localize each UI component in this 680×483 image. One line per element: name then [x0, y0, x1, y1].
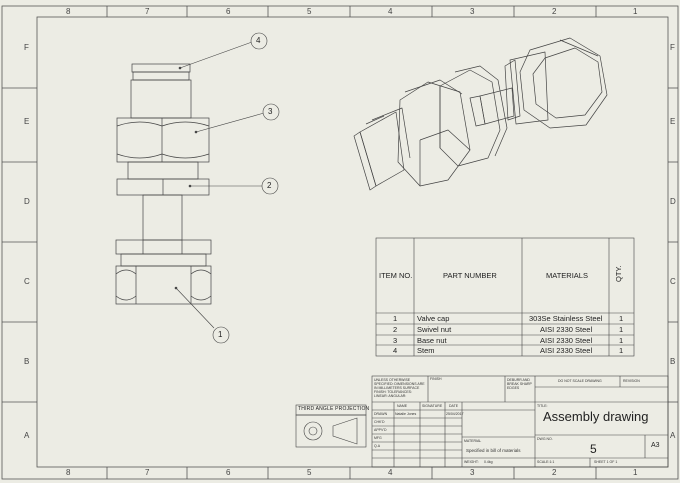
bom-row-1-item: 1	[393, 314, 398, 323]
zone-row-a-right: A	[670, 431, 676, 440]
zone-col-7-bottom: 7	[145, 468, 150, 477]
tb-scale: SCALE:1:1	[537, 460, 555, 464]
zone-col-8-bottom: 8	[66, 468, 71, 477]
zone-row-e-left: E	[24, 117, 30, 126]
zone-col-1-top: 1	[633, 7, 638, 16]
tb-do-not-scale: DO NOT SCALE DRAWING	[558, 379, 602, 383]
zone-row-b-right: B	[670, 357, 676, 366]
zone-row-b-left: B	[24, 357, 30, 366]
tb-row-qa: Q.A	[374, 444, 381, 448]
tb-row-appvd: APPV'D	[374, 428, 387, 432]
stem-view	[142, 194, 183, 241]
tb-row-chkd: CHK'D	[374, 420, 385, 424]
tb-weight-header: WEIGHT:	[464, 460, 479, 464]
zone-col-8-top: 8	[66, 7, 71, 16]
tb-revision: REVISION	[623, 379, 640, 383]
tb-drawn-date: 25/04/2017	[446, 412, 464, 416]
tb-drawn-label: DRAWN	[374, 412, 388, 416]
bom-row-2-material: AISI 2330 Steel	[540, 325, 593, 334]
projection-symbol	[295, 404, 367, 448]
bom-row-1-material: 303Se Stainless Steel	[529, 314, 603, 323]
sheet-number: 5	[590, 442, 597, 456]
bom-table	[375, 237, 635, 357]
zone-col-2-bottom: 2	[552, 468, 557, 477]
zone-col-2-top: 2	[552, 7, 557, 16]
zone-row-d-right: D	[670, 197, 676, 206]
bom-row-3-qty: 1	[619, 336, 624, 345]
zone-col-5-bottom: 5	[307, 468, 312, 477]
bom-header-item: ITEM NO.	[379, 271, 413, 280]
tb-material-header: MATERIAL	[464, 439, 482, 443]
zone-col-4-top: 4	[388, 7, 393, 16]
zone-col-6-bottom: 6	[226, 468, 231, 477]
zone-col-7-top: 7	[145, 7, 150, 16]
tb-row-mfg: MFG	[374, 436, 382, 440]
tb-name-header: NAME	[397, 404, 408, 408]
zone-row-e-right: E	[670, 117, 676, 126]
bom-row-4-material: AISI 2330 Steel	[540, 346, 593, 355]
zone-col-3-top: 3	[470, 7, 475, 16]
swivel-nut-view	[116, 117, 210, 163]
zone-row-c-left: C	[24, 277, 30, 286]
tb-date-header: DATE	[449, 404, 459, 408]
zone-row-a-left: A	[24, 431, 30, 440]
tb-notes-block: UNLESS OTHERWISE SPECIFIED: DIMENSIONS A…	[374, 378, 425, 398]
bom-row-4-part: Stem	[417, 346, 435, 355]
zone-row-d-left: D	[24, 197, 30, 206]
balloon-3: 3	[268, 107, 273, 116]
bom-row-2-item: 2	[393, 325, 398, 334]
tb-title-header: TITLE:	[537, 404, 548, 408]
tb-drawn-name: Natalie Jones	[395, 412, 417, 416]
drawing-title: Assembly drawing	[543, 409, 649, 424]
balloon-2: 2	[267, 181, 272, 190]
sheet-size: A3	[651, 442, 660, 449]
tb-dwg-no-header: DWG NO.	[537, 437, 553, 441]
bom-row-4-qty: 1	[619, 346, 624, 355]
base-nut-top	[115, 239, 212, 255]
bom-row-3-material: AISI 2330 Steel	[540, 336, 593, 345]
bom-row-2-part: Swivel nut	[417, 325, 452, 334]
bom-row-2-qty: 1	[619, 325, 624, 334]
isometric-view	[353, 37, 608, 191]
title-block	[371, 375, 669, 468]
front-view	[115, 63, 212, 305]
balloon-4: 4	[256, 36, 261, 45]
bom-row-1-qty: 1	[619, 314, 624, 323]
zone-col-5-top: 5	[307, 7, 312, 16]
tb-weight-value: 0.4kg	[484, 460, 493, 464]
tb-signature-header: SIGNATURE	[422, 404, 443, 408]
projection-label: THIRD ANGLE PROJECTION	[298, 406, 370, 412]
bom-header-qty: QTY.	[614, 265, 623, 282]
zone-row-f-right: F	[670, 43, 675, 52]
zone-col-4-bottom: 4	[388, 468, 393, 477]
bom-header-part: PART NUMBER	[443, 271, 497, 280]
balloon-1: 1	[218, 330, 223, 339]
tb-material-spec: Specified in bill of materials	[466, 448, 521, 453]
bom-row-3-item: 3	[393, 336, 398, 345]
bom-header-material: MATERIALS	[546, 271, 588, 280]
tb-finish: FINISH	[430, 377, 442, 381]
bom-row-3-part: Base nut	[417, 336, 447, 345]
balloon-circles	[212, 32, 280, 344]
sheet-frame	[1, 5, 679, 480]
tb-deburr: DEBURR AND BREAK SHARP EDGES	[507, 378, 532, 390]
bom-row-4-item: 4	[393, 346, 398, 355]
zone-col-3-bottom: 3	[470, 468, 475, 477]
leader-lines	[174, 41, 265, 329]
base-nut-view	[115, 265, 212, 305]
bom-row-1-part: Valve cap	[417, 314, 450, 323]
zone-col-6-top: 6	[226, 7, 231, 16]
zone-col-1-bottom: 1	[633, 468, 638, 477]
zone-row-f-left: F	[24, 43, 29, 52]
valve-cap-top	[131, 63, 191, 73]
zone-row-c-right: C	[670, 277, 676, 286]
tb-sheet-of: SHEET 1 OF 1	[594, 460, 618, 464]
